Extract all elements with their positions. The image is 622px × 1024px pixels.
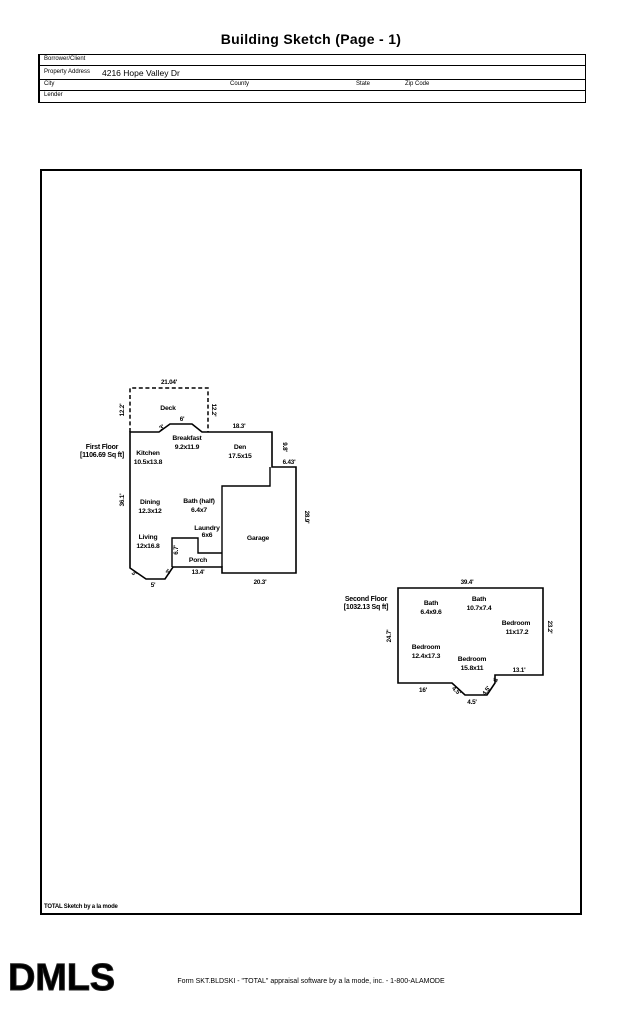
form-row-city: City County State Zip Code xyxy=(40,80,585,91)
page-title: Building Sketch (Page - 1) xyxy=(220,31,402,47)
dim-sf-left: 24.7' xyxy=(386,629,393,642)
first-floor-area: [1106.69 Sq ft] xyxy=(80,452,124,459)
dim-bay-right: 3' xyxy=(165,568,174,576)
dim-garage-step: 6.43' xyxy=(283,459,296,466)
room-bedroom1: Bedroom xyxy=(502,620,531,627)
room-bath2: Bath xyxy=(472,596,486,603)
room-dining-dim: 12.3x12 xyxy=(138,508,162,515)
room-laundry: Laundry xyxy=(194,525,220,532)
dim-sf-bottom-right: 13.1' xyxy=(513,667,526,674)
form-footer: Form SKT.BLDSKI - "TOTAL" appraisal soft… xyxy=(177,978,445,985)
dim-sf-notch-left: 4.5' xyxy=(450,685,462,697)
room-bedroom1-dim: 11x17.2 xyxy=(506,629,529,636)
dim-deck-right: 12.2' xyxy=(210,404,217,417)
dim-sf-notch-right: 4.5' xyxy=(481,685,492,697)
porch-laundry-walls xyxy=(171,537,222,567)
borrower-label: Borrower/Client xyxy=(44,56,86,62)
room-bedroom2: Bedroom xyxy=(412,644,441,651)
room-laundry-dim: 6x6 xyxy=(202,532,213,539)
second-floor-area: [1032.13 Sq ft] xyxy=(344,604,388,611)
deck-outline xyxy=(129,387,209,432)
room-bath-half: Bath (half) xyxy=(183,498,214,505)
dim-bay-bottom: 5' xyxy=(151,582,156,589)
dim-porch-bottom: 13.4' xyxy=(192,569,205,576)
room-bath-half-dim: 6.4x7 xyxy=(191,507,207,514)
room-dining: Dining xyxy=(140,499,160,506)
sketch-border-box xyxy=(40,169,582,915)
property-address-value: 4216 Hope Valley Dr xyxy=(102,68,180,78)
property-address-label: Property Address xyxy=(44,69,91,75)
state-label: State xyxy=(356,81,371,87)
dim-den-right: 9.8' xyxy=(281,442,288,452)
room-porch: Porch xyxy=(189,557,207,564)
dim-sf-top: 39.4' xyxy=(461,579,474,586)
dim-garage-right: 28.9' xyxy=(303,511,310,524)
room-garage: Garage xyxy=(247,535,270,542)
room-bath2-dim: 10.7x7.4 xyxy=(467,605,492,612)
zip-code-label: Zip Code xyxy=(405,81,430,87)
room-bath1: Bath xyxy=(424,600,438,607)
dim-sf-right: 23.2' xyxy=(546,621,553,634)
dmls-logo-text: DMLS xyxy=(8,957,115,999)
room-breakfast-dim: 9.2x11.9 xyxy=(175,444,200,451)
dim-den-top: 18.3' xyxy=(233,423,246,430)
room-bath1-dim: 6.4x9.6 xyxy=(420,609,442,616)
dim-deck-top: 21.04' xyxy=(161,379,178,386)
city-label: City xyxy=(44,81,55,87)
room-breakfast: Breakfast xyxy=(172,435,202,442)
county-label: County xyxy=(230,81,250,87)
dim-bump-top: 6' xyxy=(180,416,185,423)
dim-bay-left: 3' xyxy=(130,570,138,579)
room-kitchen: Kitchen xyxy=(136,450,160,457)
dmls-logo: DMLS xyxy=(8,957,116,1000)
dim-sf-step: 4' xyxy=(493,677,500,682)
room-living-dim: 12x16.8 xyxy=(136,543,160,550)
form-row-borrower: Borrower/Client xyxy=(40,55,585,66)
room-deck: Deck xyxy=(160,405,176,412)
room-den-dim: 17.5x15 xyxy=(228,453,252,460)
dim-sf-notch-bottom: 4.5' xyxy=(467,699,477,706)
first-floor-outline xyxy=(129,423,297,580)
total-sketch-credit: TOTAL Sketch by a la mode xyxy=(44,904,118,910)
room-kitchen-dim: 10.5x13.8 xyxy=(134,459,163,466)
room-bedroom3: Bedroom xyxy=(458,656,487,663)
second-floor-outline xyxy=(397,587,544,696)
dim-bump-side: 3' xyxy=(158,423,166,432)
lender-label: Lender xyxy=(44,92,63,98)
form-row-property: Property Address 4216 Hope Valley Dr xyxy=(40,66,585,80)
form-row-lender: Lender xyxy=(40,91,585,102)
dim-west-wall: 36.1' xyxy=(119,493,126,506)
first-floor-title: First Floor xyxy=(86,444,119,451)
dim-garage-bottom: 20.3' xyxy=(254,579,267,586)
second-floor-title: Second Floor xyxy=(345,596,388,603)
room-bedroom3-dim: 15.8x11 xyxy=(461,665,484,672)
dim-deck-left: 12.2' xyxy=(119,403,126,416)
dim-porch-left: 6.7' xyxy=(173,545,180,555)
garage-wall xyxy=(221,467,271,567)
property-form-table: Borrower/Client Property Address 4216 Ho… xyxy=(38,54,586,103)
floor-plan-sketch: First Floor [1106.69 Sq ft] 21.04' Deck … xyxy=(80,379,553,706)
dim-sf-bottom-left: 16' xyxy=(419,687,428,694)
room-bedroom2-dim: 12.4x17.3 xyxy=(412,653,441,660)
room-den: Den xyxy=(234,444,246,451)
room-living: Living xyxy=(139,534,158,541)
